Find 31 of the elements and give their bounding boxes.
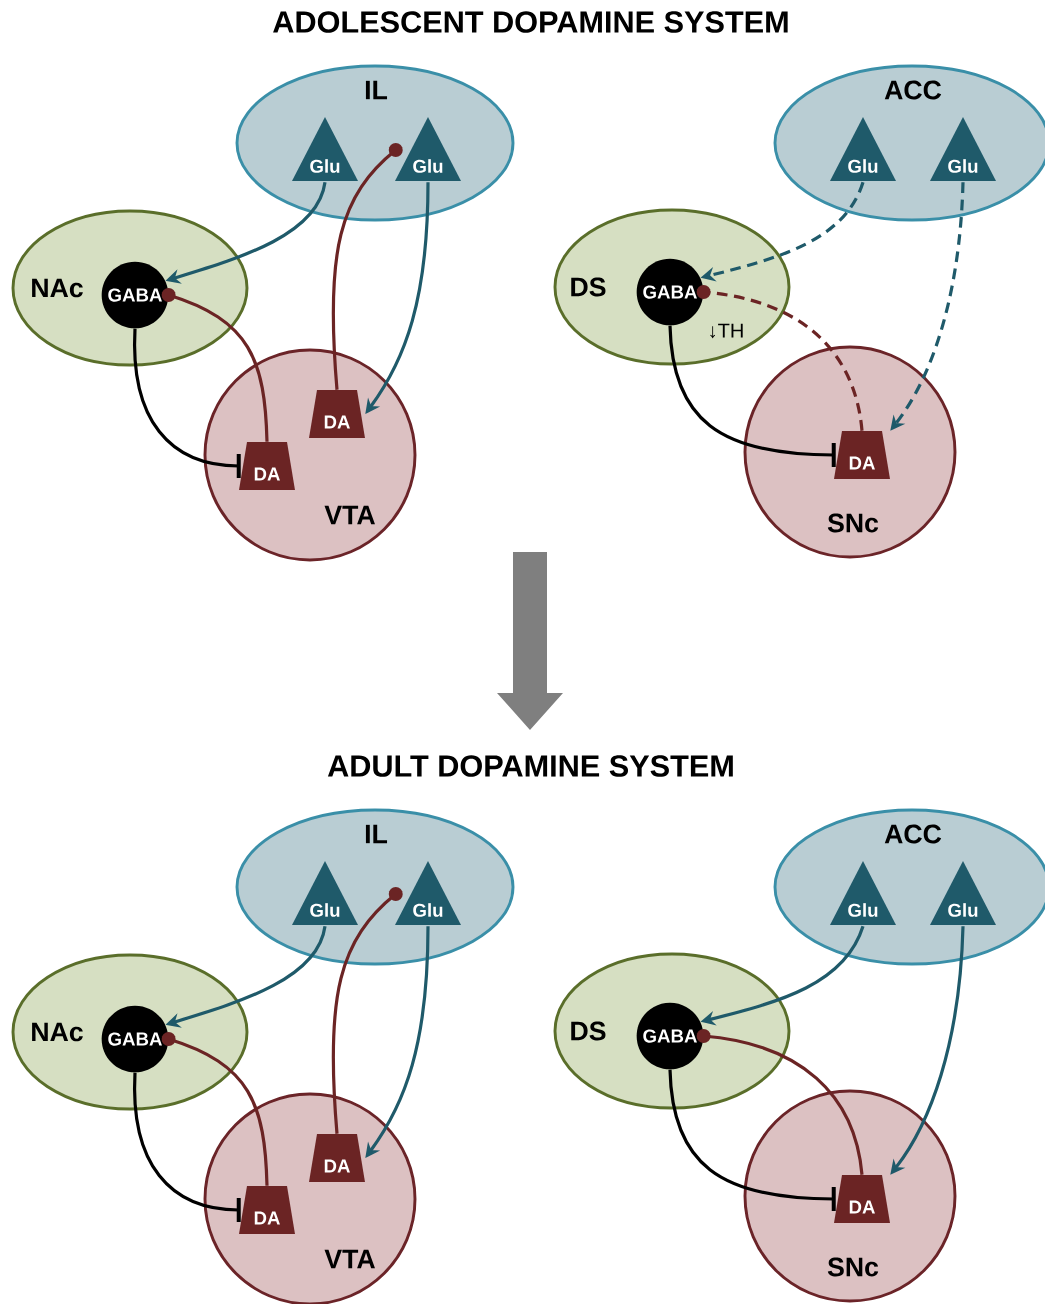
glutamate-neuron: Glu [830, 117, 896, 181]
dopamine-neuron: DA [239, 442, 295, 490]
gaba-neuron: GABA [636, 258, 704, 326]
dopamine-neuron: DA [309, 390, 365, 438]
dopamine-neuron: DA [834, 1175, 890, 1223]
inhibition-line [133, 328, 241, 478]
dot-ended-line [161, 288, 269, 442]
dopamine-neuron: DA [309, 1134, 365, 1182]
glutamate-neuron: Glu [930, 117, 996, 181]
glutamate-neuron: Glu [830, 861, 896, 925]
dot-ended-line [696, 285, 864, 431]
dot-ended-line [331, 887, 403, 1134]
glutamate-neuron: Glu [292, 861, 358, 925]
gaba-neuron: GABA [101, 1005, 169, 1073]
glutamate-neuron: Glu [930, 861, 996, 925]
annotation: ↓TH [710, 323, 743, 339]
inhibition-line [133, 1072, 241, 1222]
dot-ended-line [161, 1032, 269, 1186]
gaba-neuron: GABA [101, 261, 169, 329]
dopamine-neuron: DA [239, 1186, 295, 1234]
heading: ADOLESCENT DOPAMINE SYSTEM [273, 11, 788, 33]
heading: ADULT DOPAMINE SYSTEM [327, 755, 733, 777]
glutamate-neuron: Glu [292, 117, 358, 181]
dot-ended-line [331, 143, 403, 390]
glutamate-neuron: Glu [395, 117, 461, 181]
glutamate-neuron: Glu [395, 861, 461, 925]
dot-ended-line [696, 1029, 864, 1175]
inhibition-line [668, 1069, 836, 1211]
gaba-neuron: GABA [636, 1002, 704, 1070]
dopamine-neuron: DA [834, 431, 890, 479]
inhibition-line [668, 325, 836, 467]
